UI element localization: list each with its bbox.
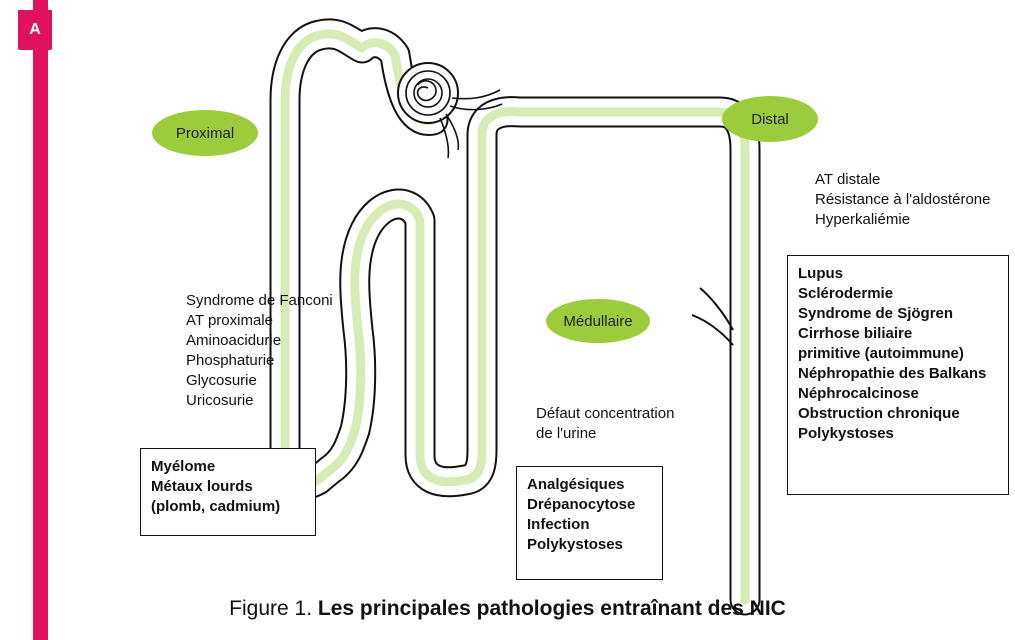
distal-cause-item: Cirrhose biliaire xyxy=(798,324,998,344)
proximal-cause-item: (plomb, cadmium) xyxy=(151,497,305,517)
proximal-cause-item: Métaux lourds xyxy=(151,477,305,497)
proximal-condition-item: AT proximale xyxy=(186,311,333,331)
distal-condition-item: AT distale xyxy=(815,170,990,190)
proximal-conditions-list: Syndrome de Fanconi AT proximale Aminoac… xyxy=(186,291,333,411)
proximal-condition-item: Uricosurie xyxy=(186,391,333,411)
proximal-condition-item: Glycosurie xyxy=(186,371,333,391)
distal-cause-item: Syndrome de Sjögren xyxy=(798,304,998,324)
medullaire-cause-item: Drépanocytose xyxy=(527,495,652,515)
distal-cause-item: Sclérodermie xyxy=(798,284,998,304)
caption-title: Les principales pathologies entraînant d… xyxy=(318,597,786,620)
proximal-cause-item: Myélome xyxy=(151,457,305,477)
medullaire-causes-box: Analgésiques Drépanocytose Infection Pol… xyxy=(516,466,663,580)
medullaire-conditions-list: Défaut concentration de l'urine xyxy=(536,404,674,444)
distal-cause-item: Néphrocalcinose xyxy=(798,384,998,404)
proximal-condition-item: Phosphaturie xyxy=(186,351,333,371)
proximal-causes-box: Myélome Métaux lourds (plomb, cadmium) xyxy=(140,448,316,536)
medullaire-condition-item: de l'urine xyxy=(536,424,674,444)
nephron-tubule xyxy=(285,34,745,600)
distal-condition-item: Résistance à l'aldostérone xyxy=(815,190,990,210)
medullaire-cause-item: Polykystoses xyxy=(527,535,652,555)
distal-cause-item: Obstruction chronique xyxy=(798,404,998,424)
figure-caption: Figure 1. Les principales pathologies en… xyxy=(0,597,1015,621)
distal-cause-item: Polykystoses xyxy=(798,424,998,444)
distal-conditions-list: AT distale Résistance à l'aldostérone Hy… xyxy=(815,170,990,230)
region-label-proximal: Proximal xyxy=(152,110,258,156)
caption-prefix: Figure 1. xyxy=(229,597,318,620)
distal-cause-item: primitive (autoimmune) xyxy=(798,344,998,364)
distal-cause-item: Néphropathie des Balkans xyxy=(798,364,998,384)
proximal-condition-item: Aminoacidurie xyxy=(186,331,333,351)
medullaire-cause-item: Infection xyxy=(527,515,652,535)
medullaire-condition-item: Défaut concentration xyxy=(536,404,674,424)
proximal-condition-item: Syndrome de Fanconi xyxy=(186,291,333,311)
distal-causes-box: Lupus Sclérodermie Syndrome de Sjögren C… xyxy=(787,255,1009,495)
collecting-duct-branch xyxy=(692,288,733,345)
medullaire-cause-item: Analgésiques xyxy=(527,475,652,495)
region-label-medullaire: Médullaire xyxy=(546,299,650,343)
region-label-distal: Distal xyxy=(722,96,818,142)
distal-cause-item: Lupus xyxy=(798,264,998,284)
distal-condition-item: Hyperkaliémie xyxy=(815,210,990,230)
